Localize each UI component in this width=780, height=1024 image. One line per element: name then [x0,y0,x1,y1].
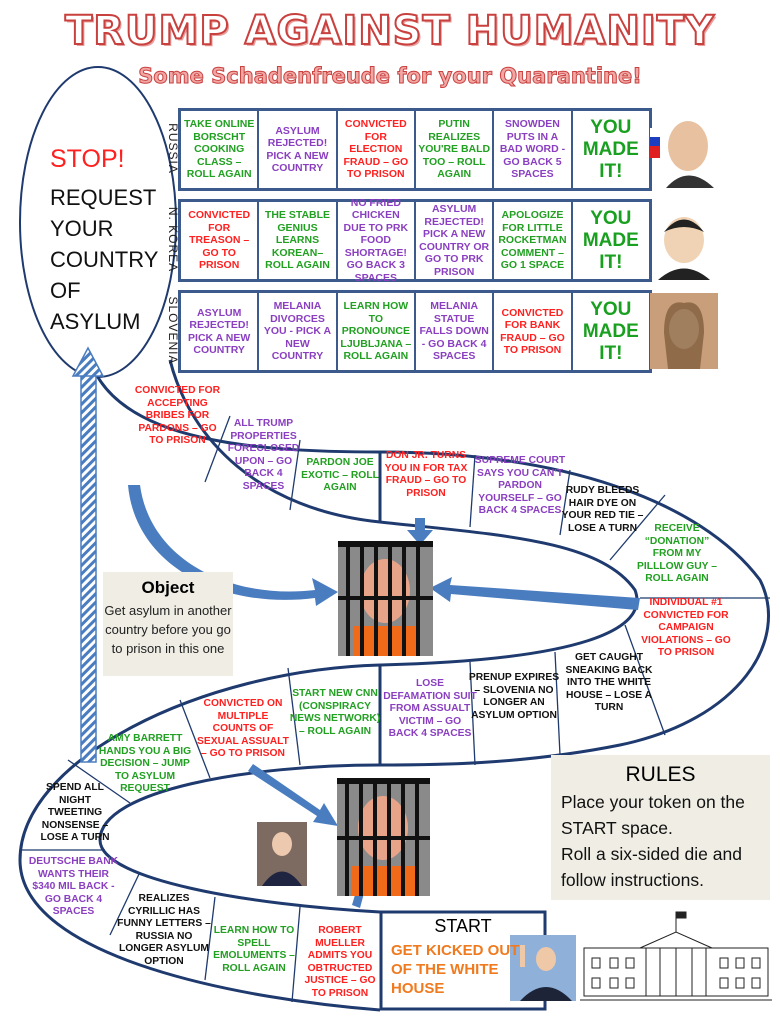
track-space[interactable]: ALL TRUMP PROPERTIES FORECLOSED UPON – G… [227,418,300,492]
start-space[interactable]: START GET KICKED OUT OF THE WHITE HOUSE [383,914,543,1008]
track-space[interactable]: START NEW CNN (CONSPIRACY NEWS NETWORK) … [289,688,381,737]
jump-arrow-head [71,346,105,377]
track-space[interactable]: PRENUP EXPIRES – SLOVENIA NO LONGER AN A… [468,672,560,721]
rules-line-1: Place your token on the START space. [561,792,745,838]
board-space[interactable]: NO FRIED CHICKEN DUE TO PRK FOOD SHORTAG… [338,197,416,284]
melania-portrait [650,293,718,369]
board-space[interactable]: ASYLUM REJECTED! PICK A NEW COUNTRY [259,111,338,188]
start-text: GET KICKED OUT OF THE WHITE HOUSE [391,942,520,997]
jump-arrow-shaft [80,371,97,763]
track-space[interactable]: LOSE DEFAMATION SUIT FROM ASSUALT VICTIM… [383,678,477,740]
start-label: START [434,916,492,936]
hillary-photo [257,822,307,886]
board-space[interactable]: CONVICTED FOR ELECTION FRAUD – GO TO PRI… [338,111,416,188]
country-label-slovenia: SLOVENIA [166,296,180,365]
rules-panel: RULES Place your token on the START spac… [551,755,770,900]
kim-portrait [648,202,718,280]
track-space[interactable]: SPEND ALL NIGHT TWEETING NONSENSE – LOSE… [40,782,110,844]
object-text: Get asylum in another country before you… [104,603,232,656]
prison-image-upper [338,541,433,656]
rules-line-2: Roll a six-sided die and follow instruct… [561,844,742,890]
board-space[interactable]: TAKE ONLINE BORSCHT COOKING CLASS – ROLL… [181,111,260,188]
game-subtitle: Some Schadenfreude for your Quarantine! [138,64,643,89]
track-space[interactable]: ROBERT MUELLER ADMITS YOU OBTRUCTED JUST… [304,925,376,999]
board-space[interactable]: THE STABLE GENIUS LEARNS KOREAN– ROLL AG… [259,202,338,279]
board-space[interactable]: MELANIA DIVORCES YOU - PICK A NEW COUNTR… [259,293,338,370]
board-space[interactable]: ASYLUM REJECTED! PICK A NEW COUNTRY [181,293,260,370]
track-space[interactable]: DEUTSCHE BANK WANTS THEIR $340 MIL BACK … [28,856,119,918]
putin-portrait [648,108,718,188]
track-space[interactable]: CONVICTED FOR ACCEPTING BRIBES FOR PARDO… [134,385,221,447]
finish-space[interactable]: YOU MADE IT! [582,116,639,182]
country-row-1: TAKE ONLINE BORSCHT COOKING CLASS – ROLL… [178,108,652,191]
board-space[interactable]: LEARN HOW TO PRONOUNCE LJUBLJANA – ROLL … [338,293,416,370]
track-space[interactable]: REALIZES CYRILLIC HAS FUNNY LETTERS – RU… [117,893,211,967]
track-space[interactable]: RUDY BLEEDS HAIR DYE ON YOUR RED TIE – L… [561,485,644,534]
board-space[interactable]: ASYLUM REJECTED! PICK A NEW COUNTRY OR G… [416,202,495,279]
board-space[interactable]: MELANIA STATUE FALLS DOWN - GO BACK 4 SP… [416,293,495,370]
game-title: TRUMP AGAINST HUMANITY [64,7,716,55]
biden-photo [510,935,576,1001]
track-space[interactable]: DON JR. TURNS YOU IN FOR TAX FRAUD – GO … [384,450,468,499]
board-space[interactable]: CONVICTED FOR BANK FRAUD – GO TO PRISON [494,293,573,370]
track-space[interactable]: PARDON JOE EXOTIC – ROLL AGAIN [301,457,379,494]
track-space[interactable]: LEARN HOW TO SPELL EMOLUMENTS – ROLL AGA… [213,925,295,974]
country-label-russia: RUSSIA [166,123,180,174]
track-space[interactable]: AMY BARRETT HANDS YOU A BIG DECISION – J… [98,733,192,795]
board-space[interactable]: SNOWDEN PUTS IN A BAD WORD - GO BACK 5 S… [494,111,573,188]
track-space[interactable]: GET CAUGHT SNEAKING BACK INTO THE WHITE … [565,652,653,714]
cell-dividers [22,415,770,1003]
rules-title: RULES [625,763,696,786]
finish-space[interactable]: YOU MADE IT! [582,298,639,364]
finish-space[interactable]: YOU MADE IT! [582,207,639,273]
country-label-north-korea: N. KOREA [166,206,180,273]
track-space[interactable]: RECEIVE “DONATION” FROM MY PILLLOW GUY –… [637,523,717,585]
prison-image-lower [337,778,430,896]
asylum-request-label: REQUEST YOUR COUNTRY OF ASYLUM [50,185,158,334]
object-panel: Object Get asylum in another country bef… [103,572,233,676]
track-edge-outer [93,371,770,914]
board-space[interactable]: APOLOGIZE FOR LITTLE ROCKETMAN COMMENT –… [494,202,573,279]
object-title: Object [141,578,195,597]
board-space[interactable]: CONVICTED FOR TREASON – GO TO PRISON [181,202,260,279]
track-space[interactable]: INDIVIDUAL #1 CONVICTED FOR CAMPAIGN VIO… [641,597,731,659]
white-house-drawing [580,908,772,1004]
track-edge-inner [18,359,639,1012]
track-space[interactable]: SUPREME COURT SAYS YOU CAN'T PARDON YOUR… [474,455,566,517]
track-space[interactable]: CONVICTED ON MULTIPLE COUNTS OF SEXUAL A… [197,698,289,760]
stop-label: STOP! [50,145,125,173]
board-space[interactable]: PUTIN REALIZES YOU'RE BALD TOO – ROLL AG… [416,111,495,188]
